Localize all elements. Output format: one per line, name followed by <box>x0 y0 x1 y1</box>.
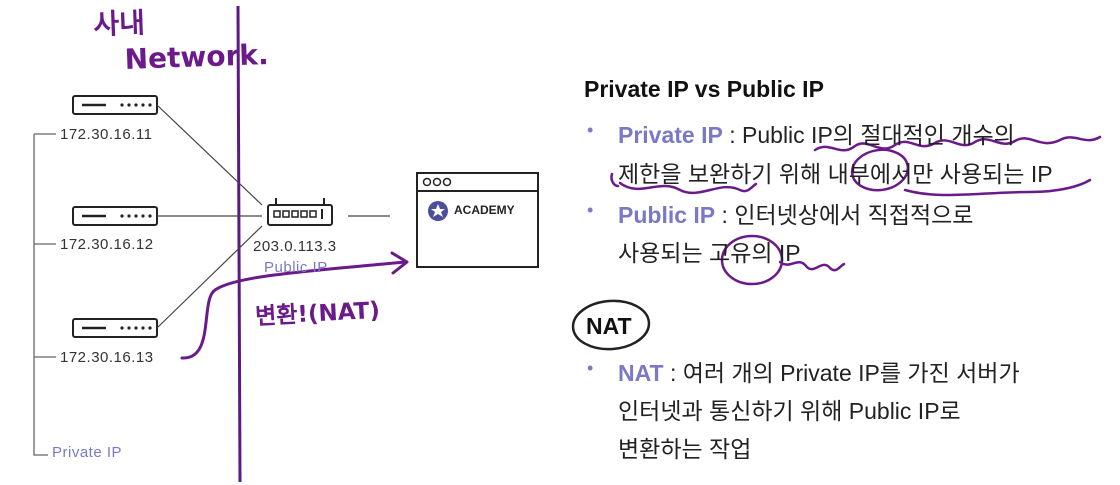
private-ip-term: Private IP <box>618 122 723 148</box>
host-server-1 <box>72 95 158 115</box>
bullet-icon: • <box>587 200 594 220</box>
separator: : <box>663 360 683 386</box>
underline-mark <box>813 135 1102 152</box>
public-ip-term: Public IP <box>618 202 716 228</box>
separator: : <box>722 122 743 148</box>
private-ip-line-2: 제한을 보완하기 위해 내부에서만 사용되는 IP <box>618 161 1053 187</box>
public-ip-line-1: Public IP : 인터넷상에서 직접적으로 <box>618 196 973 230</box>
boundary-line <box>236 5 242 483</box>
company-network-annotation: 사내 Network. <box>93 1 269 79</box>
bullet-icon: • <box>587 120 594 140</box>
academy-server-window <box>416 172 539 268</box>
annotation-line-2: Network. <box>124 37 270 76</box>
page-title: Private IP vs Public IP <box>584 76 824 102</box>
circle-mark-nat <box>571 299 651 351</box>
nat-line-3: 변환하는 작업 <box>618 436 752 462</box>
nat-term: NAT <box>618 360 664 386</box>
public-ip-line-2: 사용되는 고유의 IP <box>618 240 801 266</box>
server-label: ACADEMY <box>454 203 515 217</box>
public-ip-label: Public IP <box>264 259 328 276</box>
nat-line-2: 인터넷과 통신하기 위해 Public IP로 <box>618 398 961 424</box>
host-ip-1: 172.30.16.11 <box>60 126 153 143</box>
router-ip: 203.0.113.3 <box>253 238 337 255</box>
bullet-icon: • <box>587 358 594 378</box>
private-ip-label: Private IP <box>52 444 123 461</box>
nat-title: NAT <box>586 313 632 339</box>
private-ip-line-1: Private IP : Public IP의 절대적인 개수의 <box>618 116 1015 150</box>
circle-mark-goyu <box>720 234 784 286</box>
conversion-annotation: 변환!(NAT) <box>254 297 381 331</box>
host-server-3 <box>72 318 158 338</box>
private-bracket <box>33 134 48 456</box>
nat-desc-1: 여러 개의 Private IP를 가진 서버가 <box>682 360 1020 386</box>
router-icon <box>267 198 333 226</box>
private-ip-desc-1: Public IP의 절대적인 개수의 <box>742 122 1015 148</box>
host-ip-3: 172.30.16.13 <box>60 349 154 366</box>
circle-mark-naebu <box>850 148 910 192</box>
nat-line-1: NAT : 여러 개의 Private IP를 가진 서버가 <box>618 354 1020 388</box>
annotation-line-1: 사내 <box>92 6 146 42</box>
host-ip-2: 172.30.16.12 <box>60 236 154 253</box>
separator: : <box>715 202 735 228</box>
public-ip-desc-1: 인터넷상에서 직접적으로 <box>734 202 974 228</box>
nat-arrow <box>180 260 407 360</box>
host-server-2 <box>72 206 158 226</box>
